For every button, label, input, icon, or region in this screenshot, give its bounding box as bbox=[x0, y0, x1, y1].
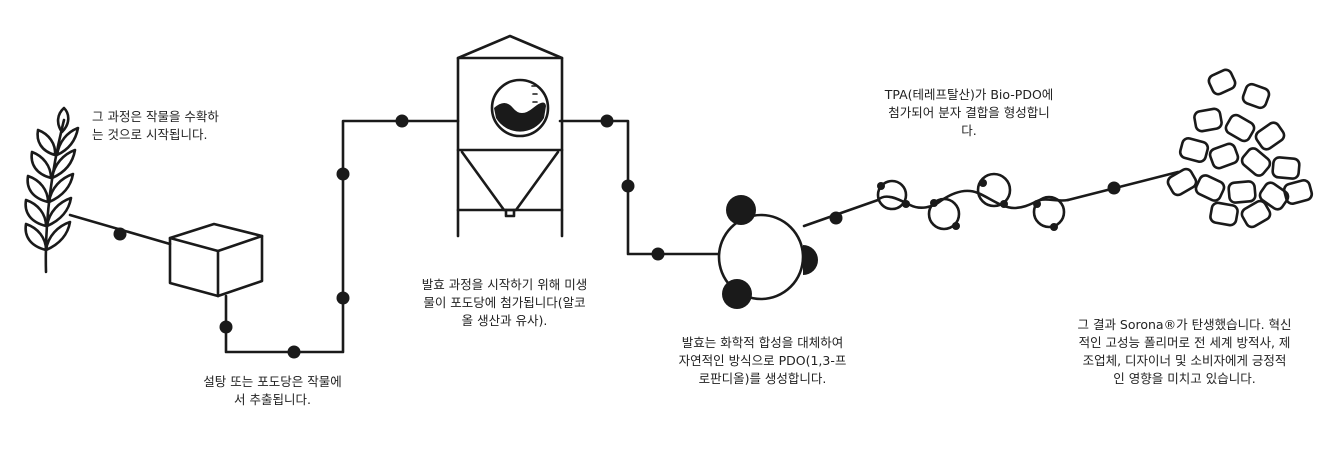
caption-harvest: 그 과정은 작물을 수확하 는 것으로 시작됩니다. bbox=[92, 109, 219, 142]
pdo-molecule-atoms bbox=[722, 195, 756, 309]
caption-extract: 설탕 또는 포도당은 작물에 서 추출됩니다. bbox=[203, 374, 342, 407]
tank-liquid bbox=[494, 102, 546, 132]
caption-pdo: 발효는 화학적 합성을 대체하여 자연적인 방식으로 PDO(1,3-프 로판디… bbox=[678, 335, 847, 386]
pdo-molecule-half-atom bbox=[803, 245, 818, 275]
sugar-cube-icon bbox=[168, 222, 264, 298]
path-node-dots bbox=[113, 114, 1121, 359]
caption-tpa: TPA(테레프탈산)가 Bio-PDO에 첨가되어 분자 결합을 형성합니 다. bbox=[884, 87, 1054, 138]
polymer-chain-atoms bbox=[877, 179, 1058, 231]
process-path bbox=[68, 119, 1180, 354]
fermentation-tank-icon bbox=[456, 34, 564, 238]
caption-ferment: 발효 과정을 시작하기 위해 미생 물이 포도당에 첨가됩니다(알코 올 생산과… bbox=[421, 277, 588, 328]
polymer-pellets-icon bbox=[1166, 68, 1314, 229]
caption-result: 그 결과 Sorona®가 탄생했습니다. 혁신 적인 고성능 폴리머로 전 세… bbox=[1077, 317, 1292, 386]
wheat-plant-icon bbox=[24, 106, 80, 274]
polymer-chain-icon bbox=[876, 172, 1070, 231]
